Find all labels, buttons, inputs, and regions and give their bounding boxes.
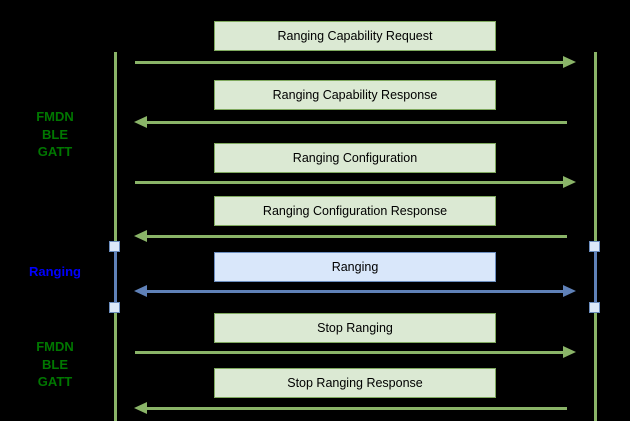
arrow-ranging-capability-request	[134, 56, 576, 69]
arrowhead-left-icon	[134, 230, 147, 242]
message-label: Ranging	[331, 260, 379, 274]
phase-label-fmdn-ble-gatt-bottom: FMDN BLE GATT	[10, 338, 100, 391]
message-label: Stop Ranging Response	[287, 376, 423, 390]
message-box-ranging-capability-request: Ranging Capability Request	[214, 21, 496, 51]
arrow-ranging-capability-response	[134, 116, 576, 129]
arrowhead-right-icon	[563, 56, 576, 68]
lifeline-left-ranging-segment	[114, 247, 117, 308]
arrowhead-left-icon	[134, 285, 147, 297]
phase-label-line: GATT	[37, 144, 73, 159]
arrow-ranging-configuration-response	[134, 230, 576, 243]
message-label: Stop Ranging	[317, 321, 393, 335]
arrow-shaft	[145, 290, 565, 293]
message-box-ranging: Ranging	[214, 252, 496, 282]
arrow-ranging-configuration	[134, 176, 576, 189]
lifeline-left	[114, 52, 117, 421]
message-box-stop-ranging: Stop Ranging	[214, 313, 496, 343]
phase-label-line: GATT	[37, 374, 73, 389]
message-box-ranging-configuration-response: Ranging Configuration Response	[214, 196, 496, 226]
lifeline-node	[109, 241, 120, 252]
arrow-ranging-bidirectional	[134, 285, 576, 298]
lifeline-node	[589, 241, 600, 252]
arrow-stop-ranging	[134, 346, 576, 359]
arrowhead-left-icon	[134, 116, 147, 128]
arrow-stop-ranging-response	[134, 402, 576, 415]
message-box-stop-ranging-response: Stop Ranging Response	[214, 368, 496, 398]
arrowhead-left-icon	[134, 402, 147, 414]
lifeline-node	[589, 302, 600, 313]
message-box-ranging-configuration: Ranging Configuration	[214, 143, 496, 173]
arrowhead-right-icon	[563, 346, 576, 358]
phase-label-line: Ranging	[29, 264, 81, 279]
phase-label-line: BLE	[42, 356, 68, 372]
phase-label-line: FMDN	[36, 109, 74, 124]
phase-label-line: BLE	[42, 126, 68, 142]
arrow-shaft	[135, 351, 565, 354]
message-label: Ranging Configuration Response	[262, 204, 448, 218]
arrowhead-right-icon	[563, 285, 576, 297]
arrow-shaft	[145, 235, 567, 238]
arrow-shaft	[145, 121, 567, 124]
message-label: Ranging Capability Response	[272, 88, 438, 102]
phase-label-fmdn-ble-gatt-top: FMDN BLE GATT	[10, 108, 100, 161]
lifeline-right-ranging-segment	[594, 247, 597, 308]
message-label: Ranging Configuration	[292, 151, 418, 165]
message-label: Ranging Capability Request	[277, 29, 433, 43]
arrowhead-right-icon	[563, 176, 576, 188]
message-box-ranging-capability-response: Ranging Capability Response	[214, 80, 496, 110]
lifeline-right	[594, 52, 597, 421]
arrow-shaft	[145, 407, 567, 410]
phase-label-ranging: Ranging	[10, 263, 100, 281]
phase-label-line: FMDN	[36, 339, 74, 354]
arrow-shaft	[135, 181, 565, 184]
lifeline-node	[109, 302, 120, 313]
arrow-shaft	[135, 61, 565, 64]
